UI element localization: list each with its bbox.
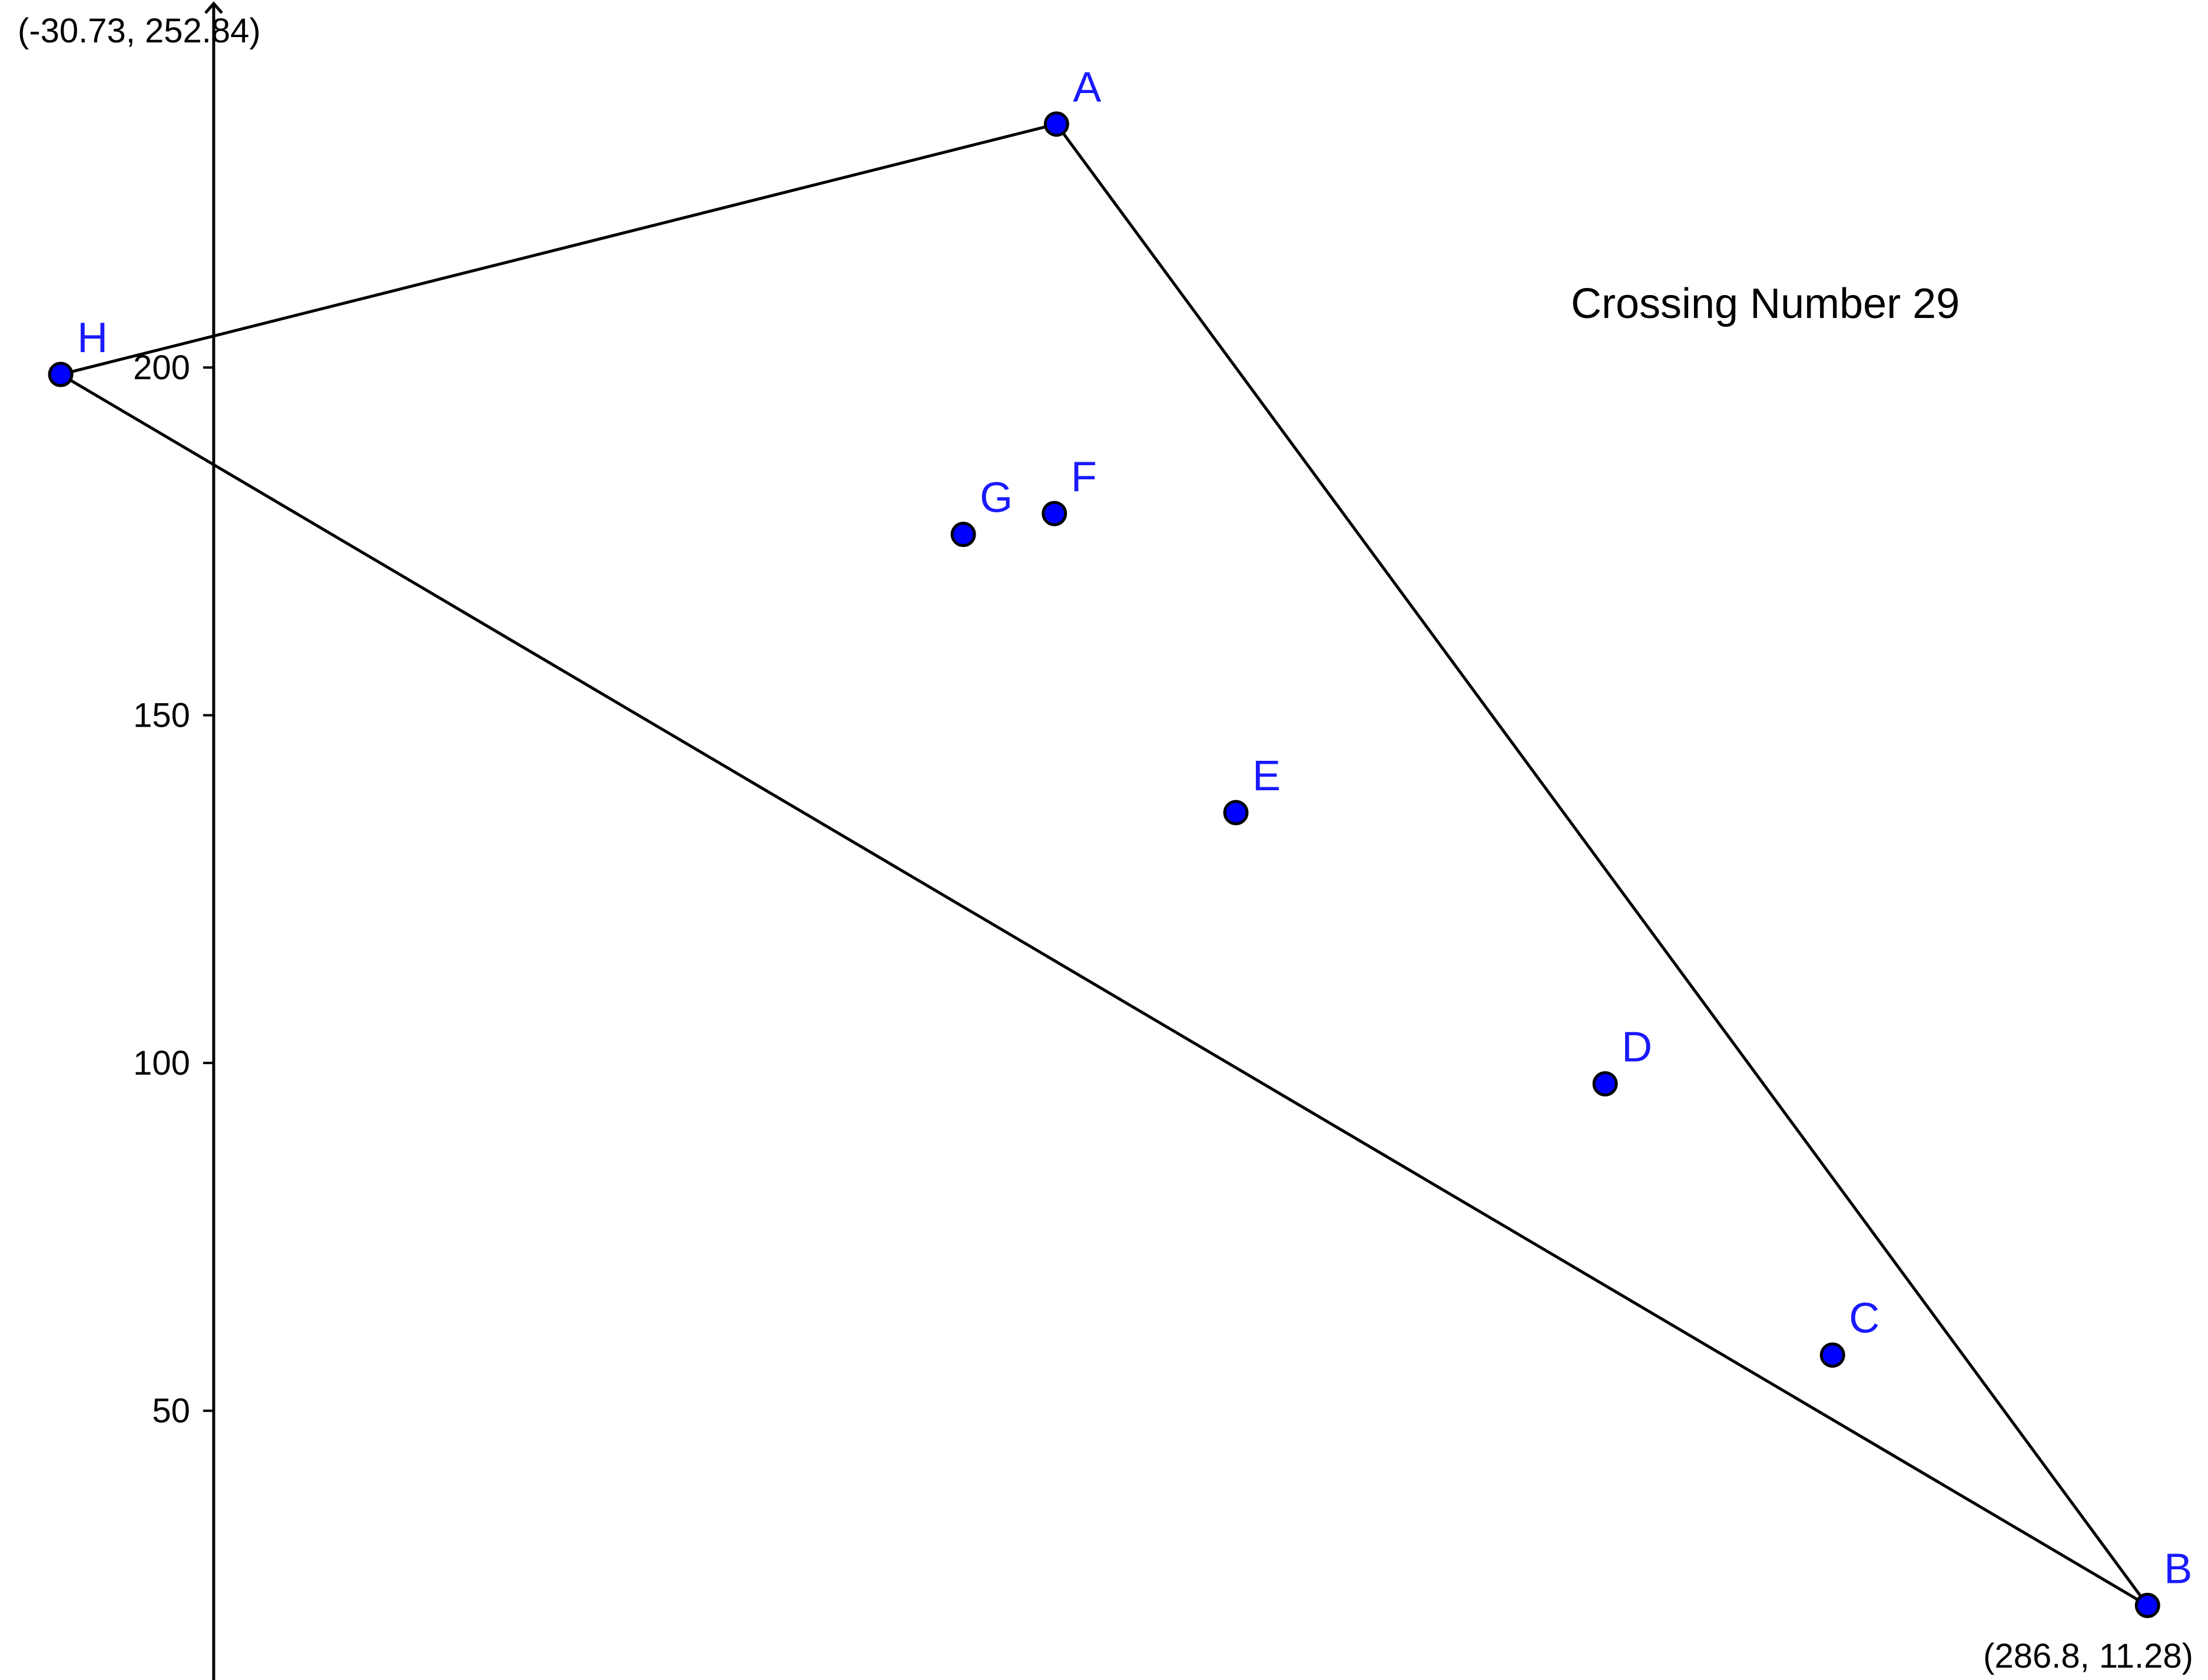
point-label-f: F [1071,453,1097,501]
edge-ha[interactable] [60,122,1057,376]
point-h[interactable]: H [48,314,108,387]
points-layer[interactable]: A B C D E F G H [48,64,2192,1618]
y-axis-arrow-icon [204,1,223,14]
point-e[interactable]: E [1223,753,1281,826]
point-c[interactable]: C [1819,1295,1879,1368]
y-tick-label-50: 50 [152,1392,190,1430]
point-marker-f[interactable] [1042,501,1067,526]
y-axis: 200 150 100 50 [133,1,223,1680]
edge-hb[interactable] [59,373,2149,1607]
top-left-corner-label: (-30.73, 252.84) [18,12,261,50]
point-label-g: G [980,475,1013,522]
point-b[interactable]: B [2134,1545,2192,1618]
point-marker-h[interactable] [48,362,74,387]
y-axis-ticks: 200 150 100 50 [133,349,214,1430]
bottom-right-corner-label: (286.8, 11.28) [1983,1637,2193,1675]
crossing-number-caption: Crossing Number 29 [1571,280,1960,327]
point-label-d: D [1622,1024,1652,1071]
y-tick-label-200: 200 [133,349,190,387]
point-a[interactable]: A [1043,64,1101,137]
point-marker-g[interactable] [950,522,976,548]
point-d[interactable]: D [1592,1024,1652,1097]
y-tick-label-150: 150 [133,697,190,735]
edge-ab[interactable] [1055,123,2149,1606]
point-marker-c[interactable] [1819,1342,1845,1368]
point-label-e: E [1252,753,1281,800]
point-label-h: H [77,314,108,362]
point-marker-b[interactable] [2134,1592,2160,1618]
y-tick-label-100: 100 [133,1044,190,1082]
point-g[interactable]: G [950,475,1013,548]
point-label-a: A [1073,64,1101,111]
point-marker-d[interactable] [1592,1071,1618,1097]
point-label-c: C [1849,1295,1879,1342]
point-label-b: B [2164,1545,2192,1592]
point-f[interactable]: F [1042,453,1097,526]
point-marker-a[interactable] [1043,111,1069,137]
edges-layer [59,122,2149,1607]
point-marker-e[interactable] [1223,800,1249,826]
